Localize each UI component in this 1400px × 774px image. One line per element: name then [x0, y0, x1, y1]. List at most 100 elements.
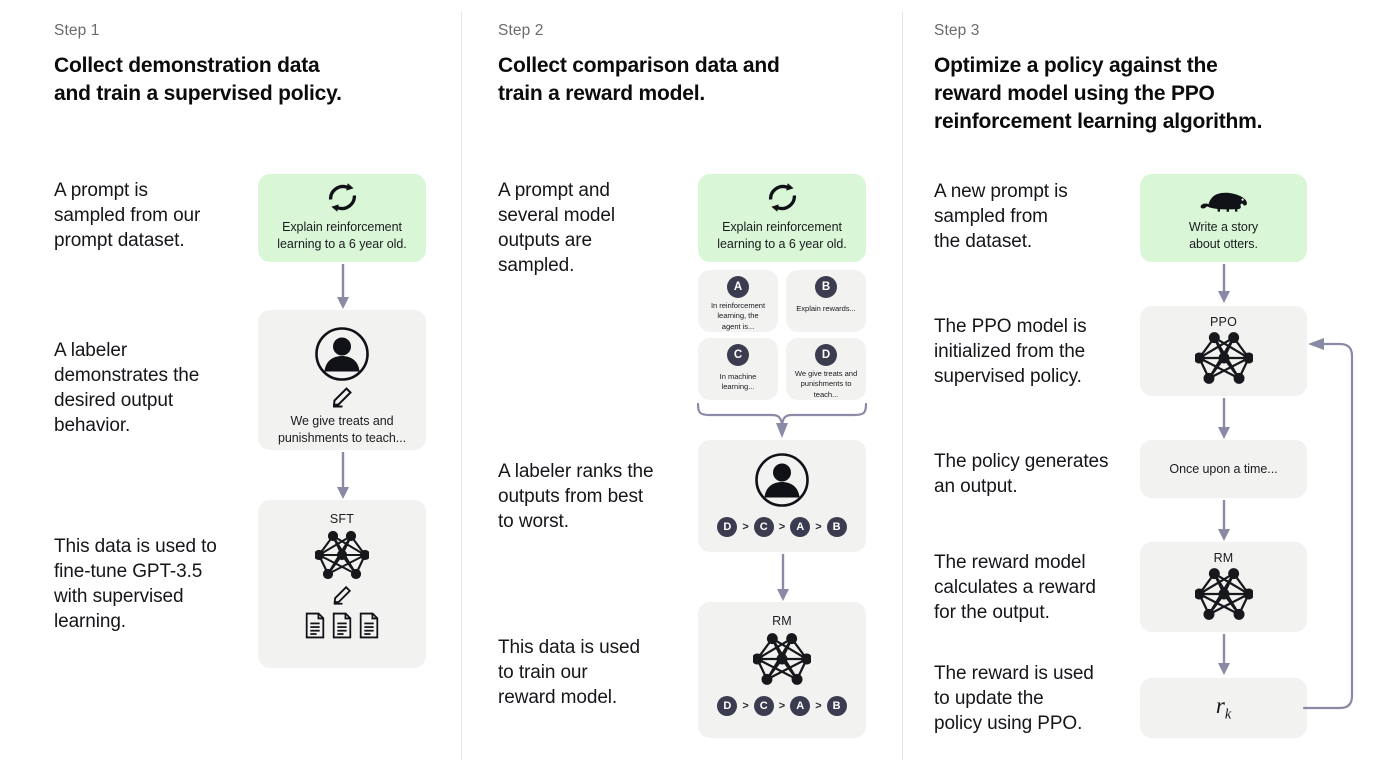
step-2-title: Collect comparison data and train a rewa… [498, 52, 858, 108]
step-2-rm-ranking-row: D > C > A > B [717, 696, 847, 716]
neural-network-icon [1194, 566, 1253, 622]
refresh-loop-icon [768, 183, 796, 214]
step-2-output-text-c: In machine learning... [719, 372, 757, 392]
document-icon [305, 612, 325, 639]
step-1-prompt-card-text: Explain reinforcement learning to a 6 ye… [277, 220, 407, 251]
step-2-output-text-a: In reinforcement learning, the agent is.… [710, 301, 766, 331]
step-2-rm-card-title: RM [772, 614, 792, 628]
step-2-rm-card[interactable]: RM D > C > A > B [698, 602, 866, 738]
step-3-new-prompt-card[interactable]: Write a story about otters. [1140, 174, 1307, 262]
rank-pill-2: C [753, 517, 774, 537]
arrow-down-1 [337, 264, 349, 309]
step-1-sft-card-title: SFT [329, 512, 355, 526]
brace-converging-arrow [696, 402, 868, 438]
refresh-loop-icon [328, 183, 356, 214]
step-3-description-3: The policy generates an output. [934, 451, 1109, 498]
step-3-reward-card[interactable]: rk [1140, 678, 1307, 738]
person-circle-icon [315, 327, 369, 381]
option-badge-b: B [815, 276, 837, 298]
rank-pill-3: A [790, 517, 811, 537]
neural-network-icon [315, 529, 369, 581]
step-1-description-1: A prompt is sampled from our prompt data… [54, 180, 201, 252]
rank-pill-4: B [826, 696, 847, 716]
pencil-icon [332, 387, 352, 408]
step-2-description-2: A labeler ranks the outputs from best to… [498, 461, 654, 533]
step-2-output-card-d[interactable]: D We give treats and punishments to teac… [786, 338, 866, 400]
step-2-prompt-card-text: Explain reinforcement learning to a 6 ye… [717, 220, 847, 251]
rank-separator: > [742, 700, 749, 712]
rank-separator: > [778, 521, 786, 533]
step-1-prompt-card[interactable]: Explain reinforcement learning to a 6 ye… [258, 174, 426, 262]
step-3-output-card-text: Once upon a time... [1169, 461, 1278, 476]
rank-pill-1: D [717, 517, 738, 537]
reward-formula-subscript: k [1224, 706, 1232, 723]
reward-formula: rk [1216, 693, 1231, 724]
step-2-output-text-d: We give treats and punishments to teach.… [794, 369, 858, 399]
step-3-title-line-1: Optimize a policy against the [934, 54, 1218, 77]
reward-formula-base: r [1215, 692, 1225, 718]
neural-network-icon [1194, 330, 1253, 386]
step-1-sft-card[interactable]: SFT [258, 500, 426, 668]
step-1-description-3: This data is used to fine-tune GPT-3.5 w… [54, 536, 217, 633]
step-3-rm-card[interactable]: RM [1140, 542, 1307, 632]
step-3-output-card[interactable]: Once upon a time... [1140, 440, 1307, 498]
rank-pill-4: B [826, 517, 847, 537]
step-2-output-card-a[interactable]: A In reinforcement learning, the agent i… [698, 270, 778, 332]
option-badge-c: C [727, 344, 749, 366]
step-3-description-1: A new prompt is sampled from the dataset… [934, 181, 1068, 253]
step-2-ranking-card[interactable]: D > C > A > B [698, 440, 866, 552]
step-2-title-line-1: Collect comparison data and [498, 54, 780, 77]
step-2-output-card-b[interactable]: B Explain rewards... [786, 270, 866, 332]
arrow-down-7 [1218, 634, 1230, 675]
feedback-loop-arrow [1302, 338, 1354, 710]
arrow-down-5 [1218, 398, 1230, 439]
pencil-icon [332, 586, 351, 605]
step-2-ranking-row: D > C > A > B [717, 517, 847, 537]
step-2-description-3: This data is used to train our reward mo… [498, 637, 640, 709]
step-2-output-text-b: Explain rewards... [796, 304, 856, 313]
step-3-description-2: The PPO model is initialized from the su… [934, 316, 1087, 388]
rank-pill-2: C [753, 696, 774, 716]
arrow-down-3 [777, 554, 789, 601]
step-1-title-line-2: and train a supervised policy. [54, 81, 342, 105]
arrow-down-4 [1218, 264, 1230, 303]
rank-pill-3: A [790, 696, 811, 716]
step-3-rm-card-title: RM [1213, 551, 1234, 565]
column-divider-1 [461, 12, 462, 760]
step-3-title-line-3: reinforcement learning algorithm. [934, 109, 1263, 133]
option-badge-d: D [815, 344, 837, 366]
neural-network-icon [753, 631, 811, 687]
arrow-down-6 [1218, 500, 1230, 541]
step-1-labeler-card-text: We give treats and punishments to teach.… [277, 414, 407, 445]
step-1-label: Step 1 [54, 22, 100, 39]
arrow-down-2 [337, 452, 349, 499]
document-icon [359, 612, 379, 639]
step-3-description-4: The reward model calculates a reward for… [934, 552, 1096, 624]
step-3-title: Optimize a policy against the reward mod… [934, 52, 1364, 136]
step-2-label: Step 2 [498, 22, 544, 39]
step-3-new-prompt-card-text: Write a story about otters. [1188, 219, 1259, 251]
documents-icon [304, 612, 380, 639]
step-2-description-1: A prompt and several model outputs are s… [498, 180, 615, 277]
otter-icon [1200, 192, 1247, 212]
step-3-description-5: The reward is used to update the policy … [934, 663, 1094, 735]
step-2-column: Step 2 Collect comparison data and train… [461, 0, 902, 774]
step-3-ppo-card-title: PPO [1210, 315, 1237, 329]
document-icon [332, 612, 352, 639]
step-1-title-line-1: Collect demonstration data [54, 54, 320, 77]
person-circle-icon [755, 453, 809, 507]
step-1-column: Step 1 Collect demonstration data and tr… [0, 0, 461, 774]
rank-separator: > [778, 700, 786, 712]
step-1-labeler-card[interactable]: We give treats and punishments to teach.… [258, 310, 426, 450]
rank-separator: > [815, 521, 822, 533]
step-1-description-2: A labeler demonstrates the desired outpu… [54, 340, 200, 437]
step-3-ppo-card[interactable]: PPO [1140, 306, 1307, 396]
rank-pill-1: D [717, 696, 738, 716]
rank-separator: > [742, 521, 749, 533]
step-2-output-card-c[interactable]: C In machine learning... [698, 338, 778, 400]
option-badge-a: A [727, 276, 749, 298]
step-2-prompt-card[interactable]: Explain reinforcement learning to a 6 ye… [698, 174, 866, 262]
step-1-title: Collect demonstration data and train a s… [54, 52, 434, 108]
rank-separator: > [815, 700, 822, 712]
